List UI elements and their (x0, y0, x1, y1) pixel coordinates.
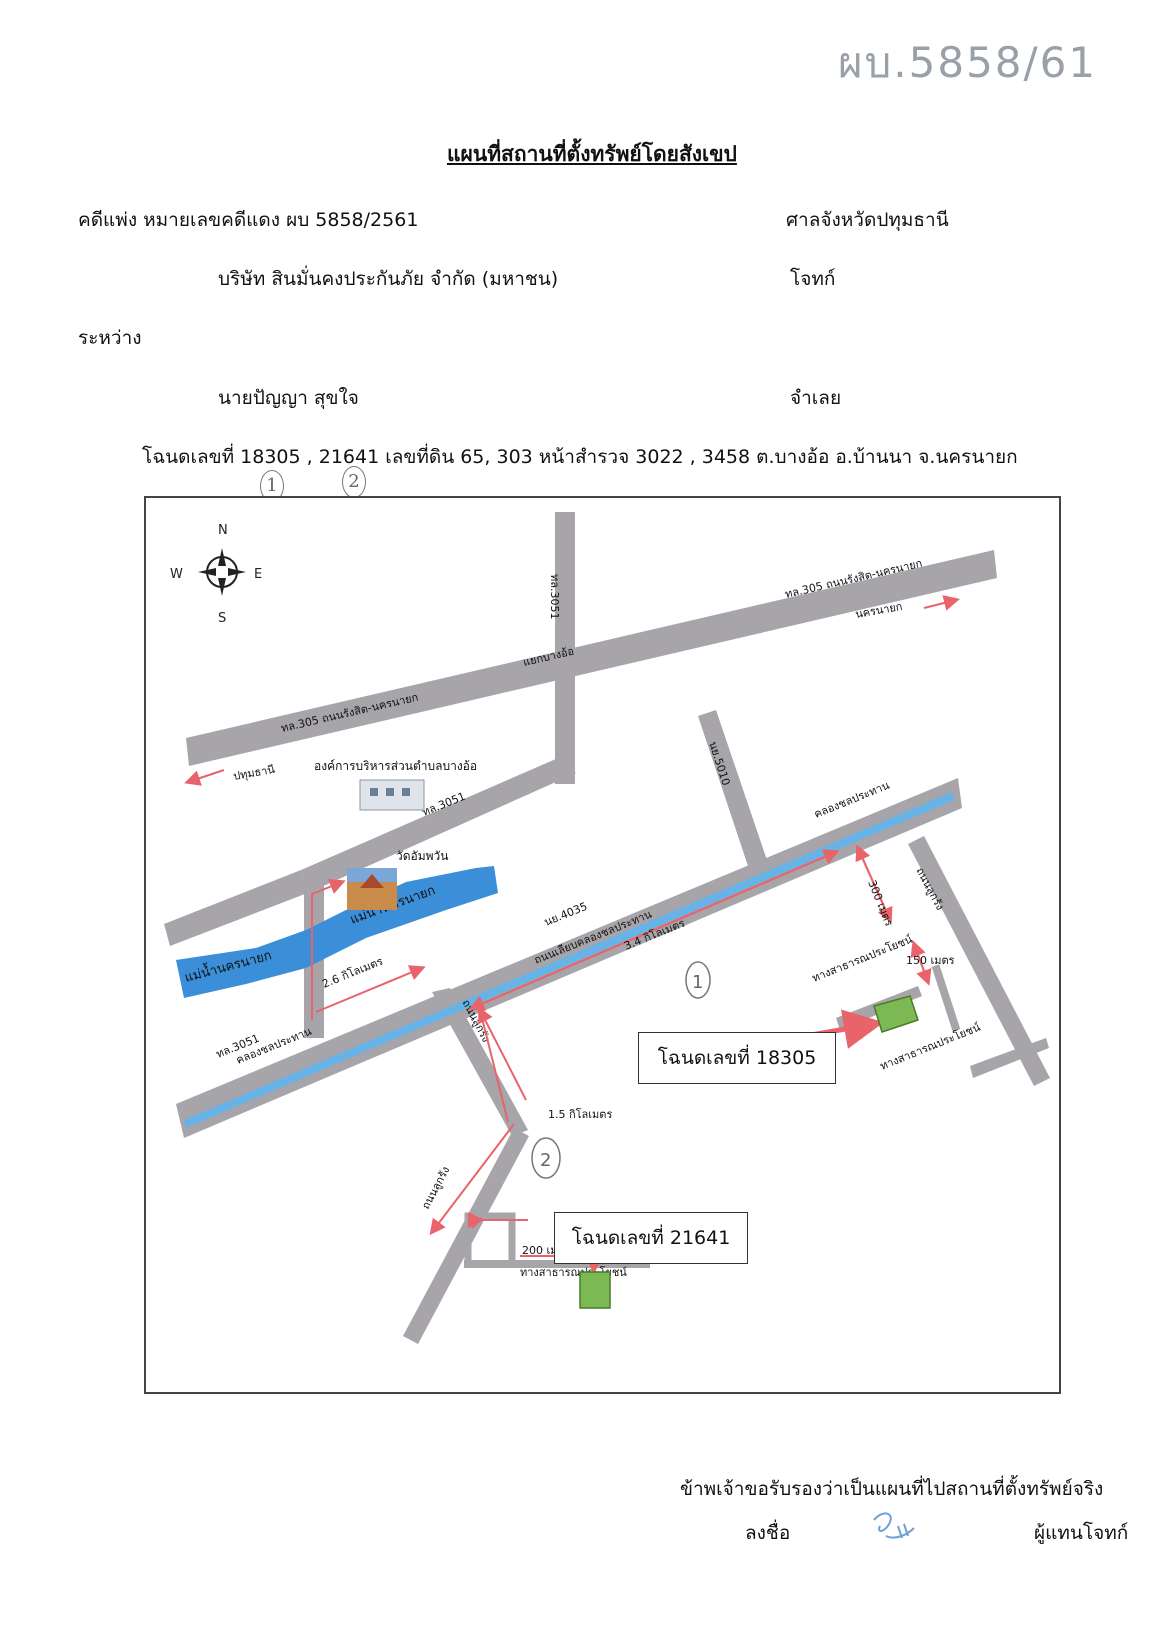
compass-n: N (218, 523, 228, 538)
map-marker-1-circle (685, 961, 711, 999)
label-3051-vertical: ทล.3051 (548, 574, 561, 619)
label-office: องค์การบริหารส่วนตำบลบางอ้อ (314, 759, 477, 773)
signer-role: ผู้แทนโจทก์ (1034, 1522, 1129, 1544)
map-marker-1: 1 (692, 972, 703, 993)
label-distance-300m: 300 เมตร (865, 878, 895, 928)
label-4035: นย.4035 (542, 900, 589, 929)
defendant-name: นายปัญญา สุขใจ (218, 387, 359, 409)
map-marker-2-circle (531, 1137, 561, 1179)
certify-text: ข้าพเจ้าขอรับรองว่าเป็นแผนที่ไปสถานที่ตั… (680, 1478, 1104, 1500)
road-hwy305 (186, 550, 997, 766)
label-public-way-2: ทางสาธารณประโยชน์ (520, 1265, 627, 1279)
plaintiff-name: บริษัท สินมั่นคงประกันภัย จำกัด (มหาชน) (218, 268, 559, 290)
map-canvas: N S E W ทล.305 ถนนรังสิต-นครนายก ทล.305 … (164, 512, 1050, 1344)
map-marker-2: 2 (540, 1150, 551, 1171)
between-label: ระหว่าง (78, 327, 142, 349)
office-building-icon (359, 779, 425, 811)
case-line: คดีแพ่ง หมายเลขคดีแดง ผบ 5858/2561 (78, 209, 419, 231)
compass-w: W (170, 567, 183, 582)
soi-right (908, 836, 1050, 1086)
sign-label: ลงชื่อ (745, 1522, 791, 1544)
public-way-3 (970, 1038, 1049, 1078)
soi-upper (432, 988, 528, 1136)
soi-connector (931, 964, 961, 1032)
label-public-way-1: ทางสาธารณประโยชน์ (810, 932, 915, 985)
label-soi-lower: ถนนลูกรัง (419, 1164, 452, 1211)
court-name: ศาลจังหวัดปทุมธานี (786, 209, 949, 231)
road-3051-vertical (555, 512, 575, 784)
page-title: แผนที่สถานที่ตั้งทรัพย์โดยสังเขป (447, 142, 737, 166)
road-3051-west (164, 870, 310, 946)
road-3051-diag (301, 758, 576, 892)
route-arrows (311, 844, 932, 1264)
defendant-role: จำเลย (790, 387, 842, 409)
label-distance-2-6km: 2.6 กิโลเมตร (320, 954, 385, 991)
deed-box-18305: โฉนดเลขที่ 18305 (638, 1032, 836, 1084)
signature-mark (873, 1512, 915, 1539)
label-to-pathumthani: ปทุมธานี (232, 763, 276, 783)
soi-loop (464, 1212, 516, 1268)
label-temple: วัดอัมพวัน (396, 849, 449, 863)
compass-icon (198, 548, 246, 596)
marker-2-handwritten: 2 (342, 466, 366, 498)
canal (184, 792, 954, 1128)
label-distance-1-5km: 1.5 กิโลเมตร (548, 1107, 612, 1121)
arrow-nakhonnayok-icon (923, 595, 960, 611)
deed-line: โฉนดเลขที่ 18305 , 21641 เลขที่ดิน 65, 3… (142, 446, 1018, 468)
temple-photo-icon (347, 868, 397, 910)
river-nakhonnayok (176, 866, 498, 998)
location-map: N S E W ทล.305 ถนนรังสิต-นครนายก ทล.305 … (144, 496, 1061, 1394)
parcel-18305 (873, 995, 919, 1033)
road-5010 (698, 710, 771, 878)
label-distance-150m: 150 เมตร (906, 954, 955, 967)
arrow-pathumthani-icon (184, 769, 225, 786)
compass-s: S (218, 611, 226, 626)
handwritten-case-number: ผบ.5858/61 (838, 38, 1098, 87)
public-way-2 (464, 1260, 650, 1268)
plaintiff-role: โจทก์ (790, 268, 836, 290)
parcel-21641 (579, 1271, 611, 1309)
compass-e: E (254, 567, 262, 582)
deed-box-21641: โฉนดเลขที่ 21641 (554, 1212, 748, 1264)
